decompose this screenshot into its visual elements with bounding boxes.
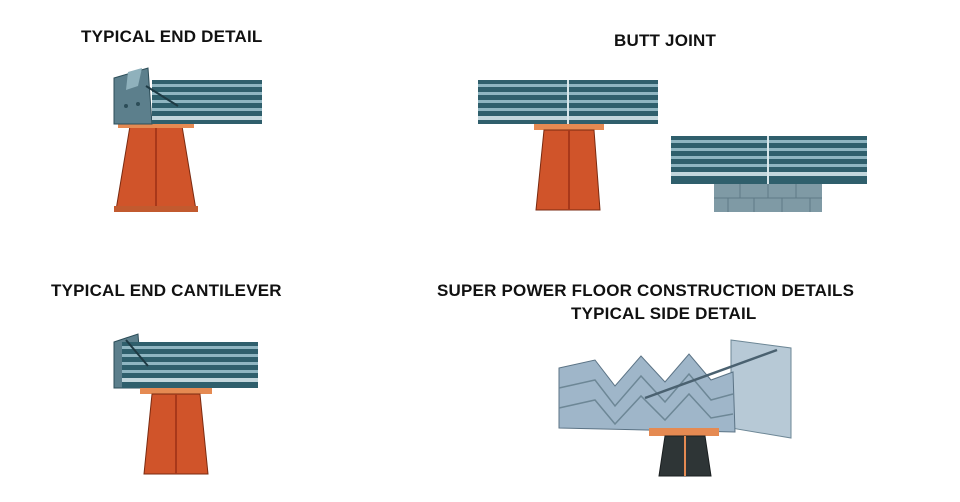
typical-side-detail-illustration (555, 336, 795, 480)
caption-typical-end-cantilever: TYPICAL END CANTILEVER (51, 281, 282, 300)
typical-end-cantilever-illustration (108, 332, 268, 480)
caption-typical-end-detail: TYPICAL END DETAIL (81, 27, 263, 46)
caption-super-power-title: SUPER POWER FLOOR CONSTRUCTION DETAILS (437, 281, 855, 300)
butt-joint-illustration (478, 76, 878, 216)
typical-end-detail-illustration (108, 66, 268, 216)
deck-sheet (558, 353, 736, 433)
caption-typical-side-detail: TYPICAL SIDE DETAIL (571, 304, 757, 323)
caption-butt-joint: BUTT JOINT (614, 31, 717, 50)
